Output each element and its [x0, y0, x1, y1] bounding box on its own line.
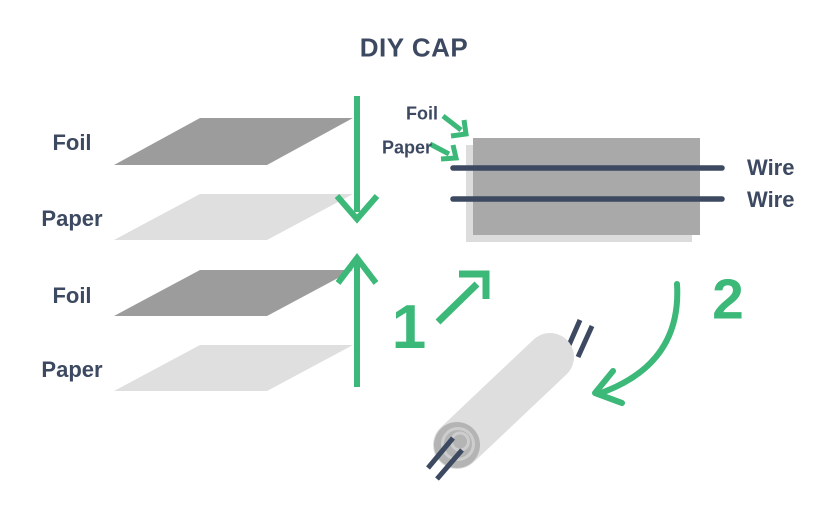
rolled-capacitor — [426, 318, 595, 481]
stack-paper-callout-label: Paper — [381, 137, 433, 158]
stack-foil-layer — [473, 138, 700, 235]
lead-wire-top-2 — [575, 324, 595, 359]
stack-foil-callout-label: Foil — [406, 103, 438, 124]
up-arrow-icon — [335, 253, 379, 387]
lead-wire-bottom-2 — [435, 448, 464, 481]
paper-callout-arrow-icon — [428, 141, 460, 162]
foil-sheet-2 — [114, 270, 353, 316]
step1-arrow-icon — [435, 270, 490, 325]
step-1-number: 1 — [391, 293, 427, 362]
foil-label-1: Foil — [52, 130, 92, 155]
capacitor-roll-spiral-outer — [441, 427, 475, 461]
lead-wire-bottom-1 — [426, 436, 455, 470]
foil-sheet-1 — [114, 118, 353, 165]
page-title: DIY CAP — [359, 32, 469, 63]
wire-label-bottom: Wire — [747, 187, 795, 212]
foil-label-2: Foil — [52, 283, 92, 308]
paper-label-2: Paper — [41, 357, 103, 382]
foil-callout-arrow-icon — [441, 114, 469, 139]
wire-label-top: Wire — [747, 155, 795, 180]
paper-label-1: Paper — [41, 206, 103, 231]
paper-sheet-2 — [114, 345, 353, 391]
step2-curved-arrow-icon — [592, 281, 681, 406]
down-arrow-icon — [334, 96, 380, 224]
paper-sheet-1 — [114, 194, 353, 240]
step-2-number: 2 — [712, 267, 744, 332]
